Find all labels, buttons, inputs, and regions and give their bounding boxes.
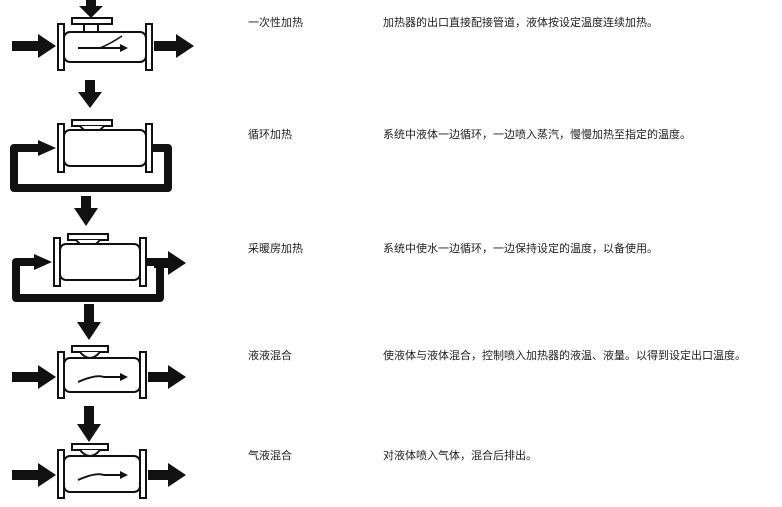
mode-description: 系统中使水一边循环，一边保持设定的温度，以备使用。 (383, 242, 658, 255)
heater-diagram-2 (10, 119, 172, 192)
mode-name: 循环加热 (248, 128, 292, 141)
heater-diagram-1 (12, 0, 194, 71)
mode-name: 气液混合 (248, 449, 292, 462)
mode-name: 一次性加热 (248, 16, 303, 29)
heater-diagram-4 (12, 345, 186, 399)
mode-description: 加热器的出口直接配接管道，液体按设定温度连续加热。 (383, 16, 658, 29)
heater-diagram-5 (12, 443, 186, 499)
mode-name: 液液混合 (248, 349, 292, 362)
mode-description: 系统中液体一边循环，一边喷入蒸汽，慢慢加热至指定的温度。 (383, 128, 691, 141)
mode-description: 对液体喷入气体，混合后排出。 (383, 449, 537, 462)
heater-diagram-3 (12, 233, 186, 302)
mode-name: 采暖房加热 (248, 242, 303, 255)
mode-description: 使液体与液体混合，控制喷入加热器的液温、液量。以得到设定出口温度。 (383, 349, 746, 362)
